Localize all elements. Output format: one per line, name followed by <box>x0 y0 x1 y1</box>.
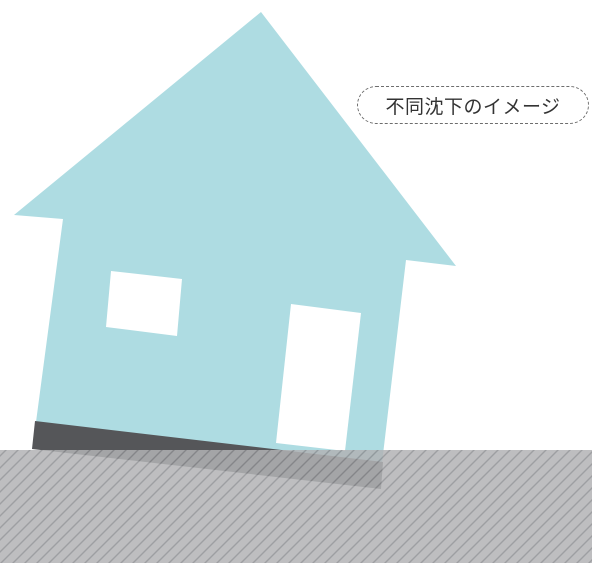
house-icon <box>14 12 456 463</box>
window-icon <box>106 271 182 336</box>
ground-hatch <box>0 450 592 563</box>
caption-label: 不同沈下のイメージ <box>357 86 589 124</box>
caption-text: 不同沈下のイメージ <box>385 95 561 118</box>
door-icon <box>276 304 361 451</box>
